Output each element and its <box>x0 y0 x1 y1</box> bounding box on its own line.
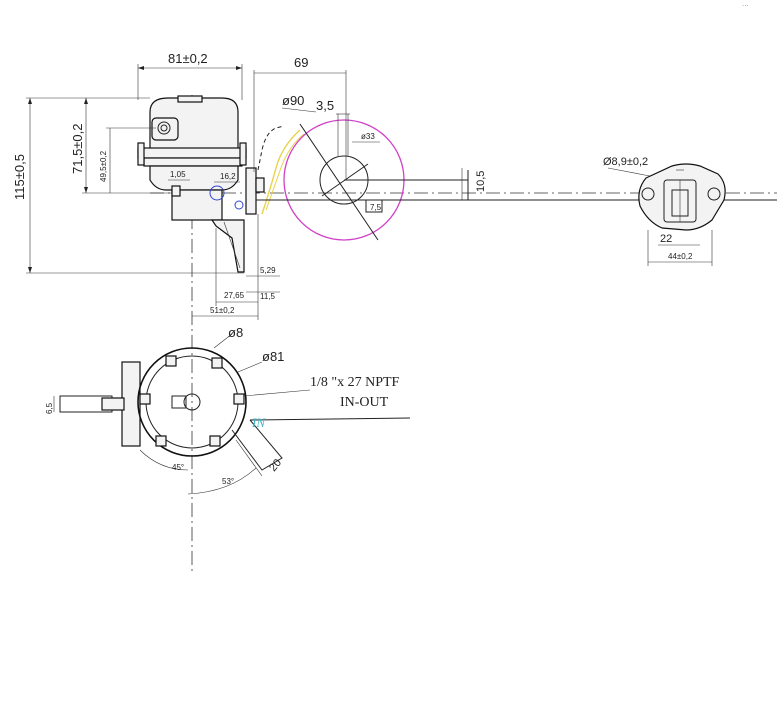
dim-total-height: 115±0,5 <box>12 154 27 200</box>
dim-base-total: 51±0,2 <box>210 306 235 315</box>
pump-cap-top <box>177 95 203 103</box>
dim-port-length: 20 <box>267 457 284 474</box>
top-view-side-spring <box>101 397 125 411</box>
hidden-circle-b <box>234 200 244 210</box>
diaphragm-flange <box>137 147 247 159</box>
dim-port-dia: ø8 <box>228 325 243 340</box>
dim-angle-large: 53° <box>222 477 234 486</box>
bolt-boss-5 <box>155 435 167 447</box>
flange-bolt-left <box>137 142 145 166</box>
thread-spec-line2: IN-OUT <box>340 395 389 410</box>
dim-side: 6,5 <box>45 402 54 414</box>
top-view: 6,5 45° 53° 20 ø8 ø81 1/8 "x 27 NPTF IN-… <box>45 325 411 495</box>
dim-small-dia: ø33 <box>361 132 375 141</box>
mounting-plate <box>245 167 257 215</box>
flange-hole-right <box>707 187 721 201</box>
top-view-center-port <box>183 393 201 411</box>
lever-housing <box>210 219 245 273</box>
bolt-boss-2 <box>211 357 223 369</box>
flange-view: Ø8,9±0,2 22 44±0,2 <box>603 156 726 266</box>
flange-outline <box>638 163 726 231</box>
dim-arm-length: 69 <box>294 55 308 70</box>
dim-flange-width: 44±0,2 <box>668 252 693 261</box>
lever-line <box>223 221 241 269</box>
dim-flange-hole: Ø8,9±0,2 <box>603 156 648 168</box>
rocker-arm <box>255 125 305 215</box>
hidden-circle-a <box>209 185 225 201</box>
dim-small-gap: 1,05 <box>170 170 186 179</box>
top-view-outlet <box>231 419 283 471</box>
flange-hole-left <box>641 187 655 201</box>
corner-mark: ... <box>742 0 749 8</box>
bolt-boss-1 <box>165 355 177 367</box>
dim-flange-inner: 22 <box>660 233 672 245</box>
arm-small-block <box>365 199 383 213</box>
dim-small-width: 16,2 <box>220 172 236 181</box>
dim-top-width: 81±0,2 <box>168 51 208 66</box>
dim-offset: 3,5 <box>316 98 334 113</box>
dim-upper-height: 71,5±0,2 <box>70 123 85 174</box>
dim-lever-drop: 5,29 <box>260 266 276 275</box>
dim-angle-small: 45° <box>172 463 184 472</box>
bolt-boss-6 <box>139 393 151 405</box>
bolt-boss-3 <box>233 393 245 405</box>
dim-head-dia: ø81 <box>262 349 284 364</box>
dim-base-inner: 27,65 <box>224 291 245 300</box>
lower-flange <box>143 157 243 167</box>
side-elevation: 81±0,2 69 ø90 3,5 ø33 10,5 7,5 115±0,5 7 <box>12 51 777 572</box>
thread-spec-line1: 1/8 "x 27 NPTF <box>310 375 400 390</box>
flange-bolt-right <box>239 142 247 166</box>
inlet-port-inner <box>160 124 168 132</box>
top-view-head-outer <box>137 347 247 457</box>
dim-lever-height: 10,5 <box>475 171 487 192</box>
top-view-port-stub <box>171 395 187 409</box>
inlet-fitting <box>151 117 179 141</box>
in-port-label: IN <box>251 415 266 430</box>
stub-left <box>171 185 181 197</box>
dim-lever-small: 7,5 <box>370 203 382 212</box>
dim-inner-height: 49,5±0,2 <box>99 150 108 182</box>
dim-eccentric-dia: ø90 <box>282 93 304 108</box>
eccentric-diag <box>299 123 379 241</box>
dim-lever-gap: 11,5 <box>260 292 276 301</box>
bolt-boss-4 <box>209 435 221 447</box>
inlet-port-circle <box>157 121 171 135</box>
